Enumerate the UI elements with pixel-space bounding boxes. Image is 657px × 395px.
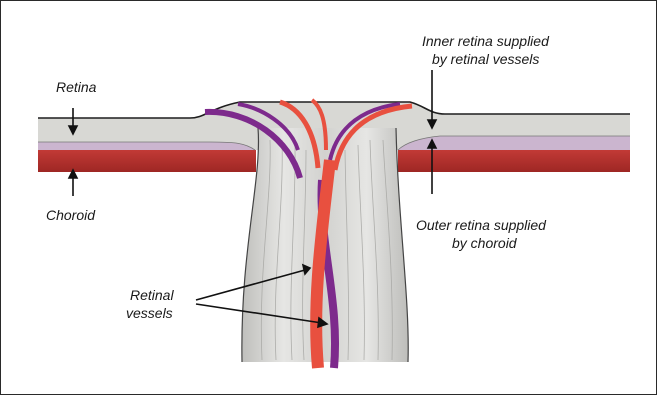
label-outer-retina-line2: by choroid [452, 235, 518, 251]
label-retinal-vessels-line1: Retinal [130, 287, 174, 303]
label-inner-retina-line2: by retinal vessels [432, 51, 539, 67]
label-retina: Retina [56, 79, 97, 95]
label-inner-retina-line1: Inner retina supplied [422, 33, 550, 49]
label-outer-retina-line1: Outer retina supplied [416, 217, 547, 233]
label-retinal-vessels-line2: vessels [126, 305, 173, 321]
label-choroid: Choroid [46, 207, 96, 223]
